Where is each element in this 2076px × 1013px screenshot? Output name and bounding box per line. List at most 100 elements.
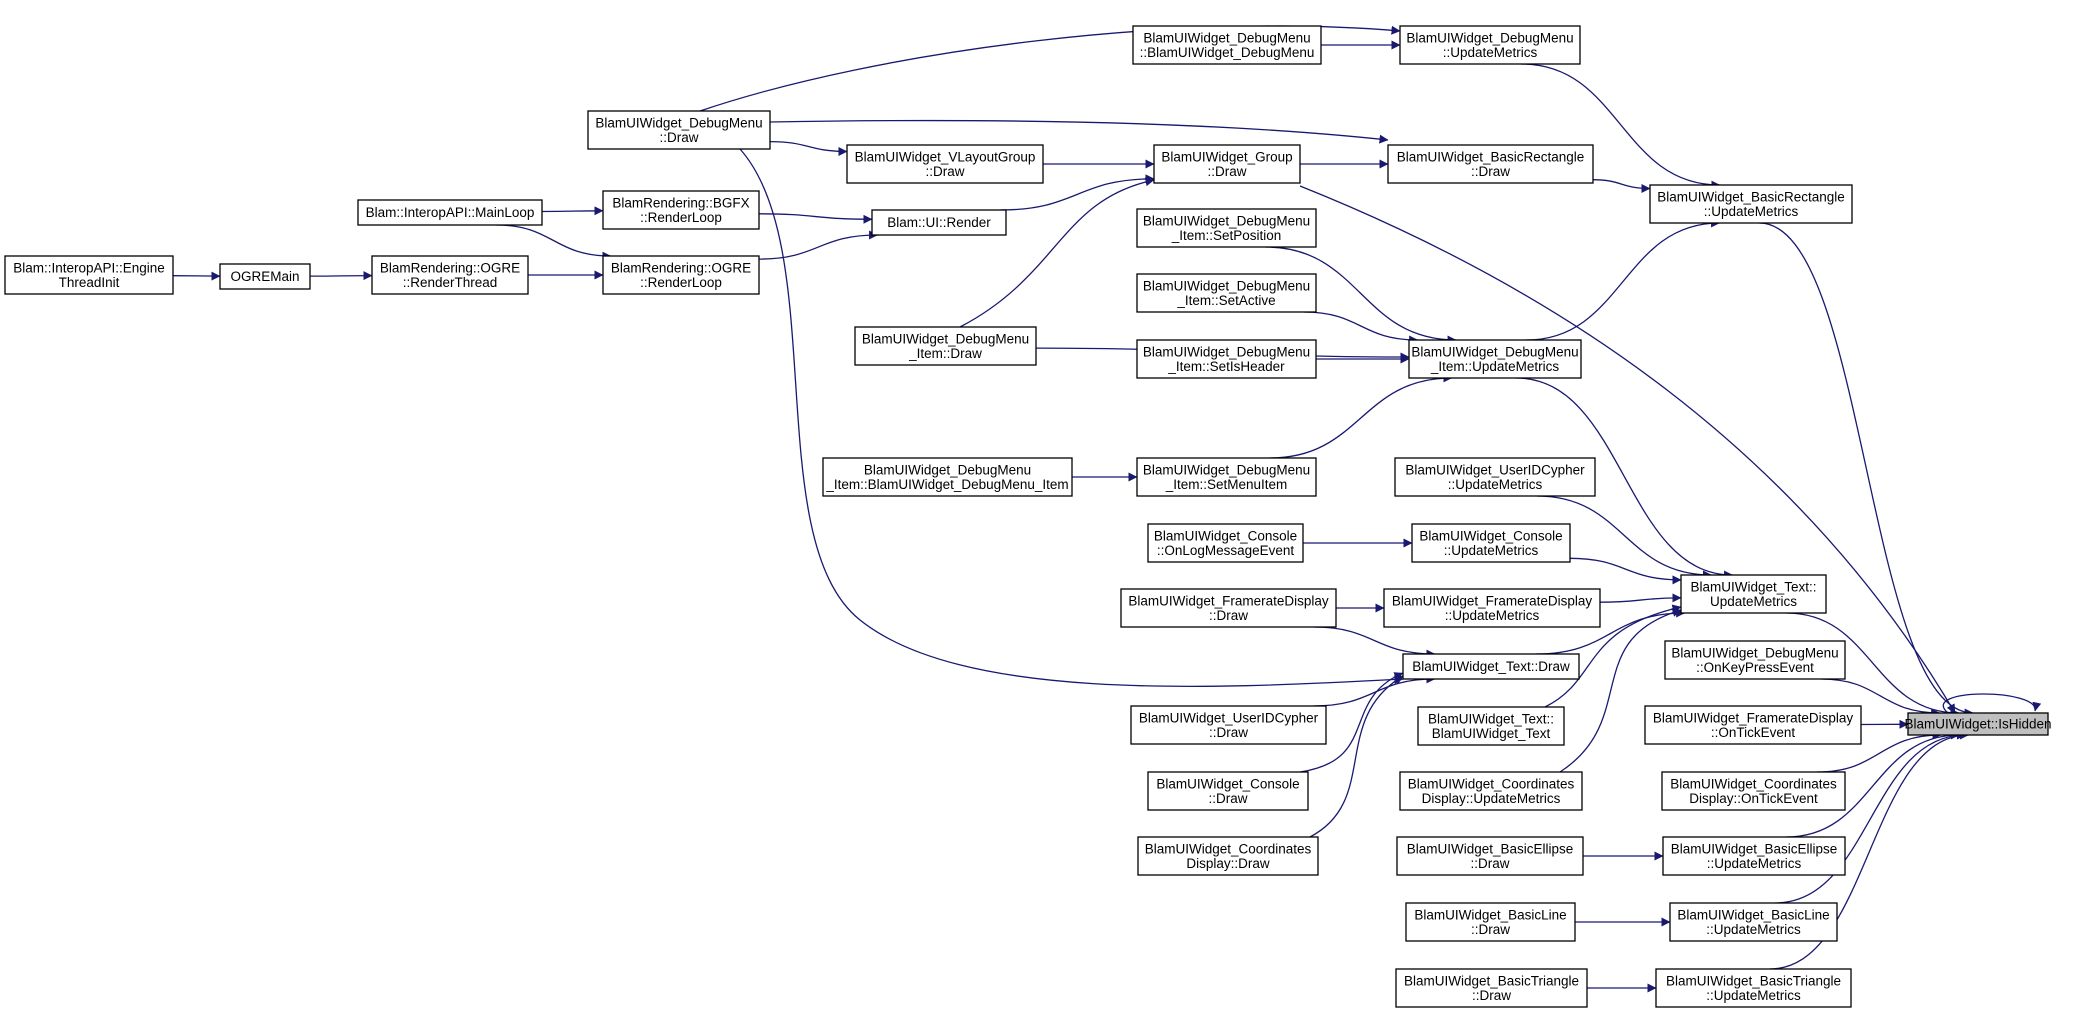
edge-dmi_um-to-text_um — [1515, 377, 1734, 580]
node-label-line: BlamUIWidget_FramerateDisplay — [1128, 593, 1329, 608]
node-ishidden[interactable]: BlamUIWidget::IsHidden — [1904, 712, 2052, 736]
edge-text_um-to-ishidden — [1786, 612, 1960, 718]
node-label-line: ::Draw — [1207, 164, 1246, 179]
node-text-draw[interactable]: BlamUIWidget_Text::Draw — [1402, 653, 1580, 680]
node-box — [1417, 706, 1565, 746]
node-dmi-setpos[interactable]: BlamUIWidget_DebugMenu_Item::SetPosition — [1136, 208, 1317, 248]
node-box — [219, 263, 311, 290]
node-fd-ontick[interactable]: BlamUIWidget_FramerateDisplay::OnTickEve… — [1644, 705, 1862, 745]
node-label-line: BlamUIWidget_Console — [1419, 528, 1562, 543]
node-brect-um[interactable]: BlamUIWidget_BasicRectangle::UpdateMetri… — [1649, 184, 1853, 224]
node-con-onlog[interactable]: BlamUIWidget_Console::OnLogMessageEvent — [1147, 523, 1304, 563]
node-label-line: BlamUIWidget_Coordinates — [1145, 841, 1312, 856]
node-cd-ontick[interactable]: BlamUIWidget_CoordinatesDisplay::OnTickE… — [1661, 771, 1846, 811]
node-text-um[interactable]: BlamUIWidget_Text::UpdateMetrics — [1680, 574, 1827, 614]
node-fd-um[interactable]: BlamUIWidget_FramerateDisplay::UpdateMet… — [1383, 588, 1601, 628]
node-vlg-draw[interactable]: BlamUIWidget_VLayoutGroup::Draw — [846, 144, 1044, 184]
node-brect-draw[interactable]: BlamUIWidget_BasicRectangle::Draw — [1387, 144, 1594, 184]
node-label-line: ::UpdateMetrics — [1706, 988, 1801, 1003]
edge-dm_draw-to-text_draw — [739, 148, 1404, 688]
node-bell-draw[interactable]: BlamUIWidget_BasicEllipse::Draw — [1396, 836, 1584, 876]
node-dm-um[interactable]: BlamUIWidget_DebugMenu::UpdateMetrics — [1399, 25, 1581, 65]
node-label-line: BlamUIWidget_BasicLine — [1414, 907, 1566, 922]
node-label-line: ::Draw — [1472, 988, 1511, 1003]
node-label-line: BlamUIWidget_DebugMenu — [595, 115, 762, 130]
node-box — [1661, 771, 1846, 811]
node-label-line: _Item::SetIsHeader — [1167, 359, 1285, 374]
node-cd-um[interactable]: BlamUIWidget_CoordinatesDisplay::UpdateM… — [1399, 771, 1583, 811]
node-label-line: _Item::Draw — [908, 346, 982, 361]
node-con-um[interactable]: BlamUIWidget_Console::UpdateMetrics — [1411, 523, 1571, 563]
node-bline-um[interactable]: BlamUIWidget_BasicLine::UpdateMetrics — [1669, 902, 1838, 942]
node-dmi-setact[interactable]: BlamUIWidget_DebugMenu_Item::SetActive — [1136, 273, 1317, 313]
node-fd-draw[interactable]: BlamUIWidget_FramerateDisplay::Draw — [1120, 588, 1337, 628]
node-btri-draw[interactable]: BlamUIWidget_BasicTriangle::Draw — [1395, 968, 1588, 1008]
node-dmi-sethdr[interactable]: BlamUIWidget_DebugMenu_Item::SetIsHeader — [1136, 339, 1317, 379]
node-label-line: Blam::UI::Render — [887, 215, 991, 230]
node-label-line: BlamUIWidget_BasicEllipse — [1671, 841, 1838, 856]
node-label-line: BlamUIWidget_UserIDCypher — [1139, 710, 1319, 725]
node-label-line: BlamRendering::OGRE — [380, 260, 520, 275]
node-label-line: ::Draw — [659, 130, 698, 145]
node-box — [1655, 968, 1852, 1008]
edge-ishidden-to-ishidden — [1942, 693, 2042, 714]
node-box — [822, 457, 1073, 497]
node-dmi-setmi[interactable]: BlamUIWidget_DebugMenu_Item::SetMenuItem — [1136, 457, 1317, 497]
node-label-line: _Item::BlamUIWidget_DebugMenu_Item — [825, 477, 1068, 492]
node-bgfx-rl[interactable]: BlamRendering::BGFX::RenderLoop — [602, 190, 760, 230]
node-dm-onkey[interactable]: BlamUIWidget_DebugMenu::OnKeyPressEvent — [1664, 640, 1846, 680]
edge-ogre_rl-to-ui_render — [758, 230, 879, 260]
node-label-line: BlamUIWidget_Text — [1432, 726, 1551, 741]
node-label-line: BlamUIWidget_Console — [1156, 776, 1299, 791]
node-label-line: BlamUIWidget_BasicLine — [1677, 907, 1829, 922]
node-con-draw[interactable]: BlamUIWidget_Console::Draw — [1147, 771, 1309, 811]
node-label-line: BlamUIWidget_BasicEllipse — [1407, 841, 1574, 856]
node-dm-ctor[interactable]: BlamUIWidget_DebugMenu::BlamUIWidget_Deb… — [1132, 25, 1322, 65]
node-box — [854, 326, 1037, 366]
node-label-line: ::RenderLoop — [640, 275, 722, 290]
node-ogre-rt[interactable]: BlamRendering::OGRE::RenderThread — [371, 255, 529, 295]
edge-dm_draw-to-brect_draw — [769, 119, 1389, 144]
node-text-ctor[interactable]: BlamUIWidget_Text::BlamUIWidget_Text — [1417, 706, 1565, 746]
node-label-line: ::UpdateMetrics — [1445, 608, 1540, 623]
node-label-line: BlamRendering::BGFX — [612, 195, 749, 210]
node-dmi-um[interactable]: BlamUIWidget_DebugMenu_Item::UpdateMetri… — [1408, 339, 1582, 379]
node-label-line: BlamUIWidget_DebugMenu — [1143, 344, 1310, 359]
node-box — [1644, 705, 1862, 745]
node-label-line: _Item::SetPosition — [1171, 228, 1282, 243]
node-label-line: ::UpdateMetrics — [1704, 204, 1799, 219]
node-label-line: _Item::SetActive — [1176, 293, 1275, 308]
node-uidc-um[interactable]: BlamUIWidget_UserIDCypher::UpdateMetrics — [1394, 457, 1596, 497]
node-label-line: ::Draw — [925, 164, 964, 179]
node-layer: BlamUIWidget::IsHiddenBlamUIWidget_Basic… — [4, 25, 2052, 1008]
node-label-line: ::UpdateMetrics — [1448, 477, 1543, 492]
node-uidc-draw[interactable]: BlamUIWidget_UserIDCypher::Draw — [1130, 705, 1327, 745]
node-ui-render[interactable]: Blam::UI::Render — [871, 209, 1007, 236]
node-label-line: BlamUIWidget_BasicRectangle — [1397, 149, 1585, 164]
node-bline-draw[interactable]: BlamUIWidget_BasicLine::Draw — [1405, 902, 1576, 942]
node-group-draw[interactable]: BlamUIWidget_Group::Draw — [1153, 144, 1301, 184]
node-dmi-ctor[interactable]: BlamUIWidget_DebugMenu_Item::BlamUIWidge… — [822, 457, 1073, 497]
edge-fd_draw-to-text_draw — [1313, 626, 1436, 659]
node-label-line: BlamUIWidget_DebugMenu — [1143, 213, 1310, 228]
node-box — [1147, 771, 1309, 811]
node-bell-um[interactable]: BlamUIWidget_BasicEllipse::UpdateMetrics — [1662, 836, 1846, 876]
node-btri-um[interactable]: BlamUIWidget_BasicTriangle::UpdateMetric… — [1655, 968, 1852, 1008]
node-mainloop[interactable]: Blam::InteropAPI::MainLoop — [357, 199, 543, 226]
node-box — [1649, 184, 1853, 224]
node-dmi-draw[interactable]: BlamUIWidget_DebugMenu_Item::Draw — [854, 326, 1037, 366]
node-ogre-rl[interactable]: BlamRendering::OGRE::RenderLoop — [602, 255, 760, 295]
edge-dmi_setmi-to-dmi_um — [1269, 373, 1453, 459]
node-label-line: ::BlamUIWidget_DebugMenu — [1140, 45, 1315, 60]
node-label-line: BlamUIWidget_VLayoutGroup — [855, 149, 1036, 164]
node-box — [1137, 836, 1319, 876]
node-label-line: BlamUIWidget_BasicTriangle — [1666, 973, 1841, 988]
node-label-line: BlamUIWidget_Group — [1161, 149, 1292, 164]
node-label-line: Display::Draw — [1186, 856, 1270, 871]
node-label-line: BlamUIWidget_Text:: — [1428, 711, 1554, 726]
node-ogremain[interactable]: OGREMain — [219, 263, 311, 290]
node-dm-draw[interactable]: BlamUIWidget_DebugMenu::Draw — [587, 110, 771, 150]
node-label-line: Blam::InteropAPI::MainLoop — [366, 205, 535, 220]
